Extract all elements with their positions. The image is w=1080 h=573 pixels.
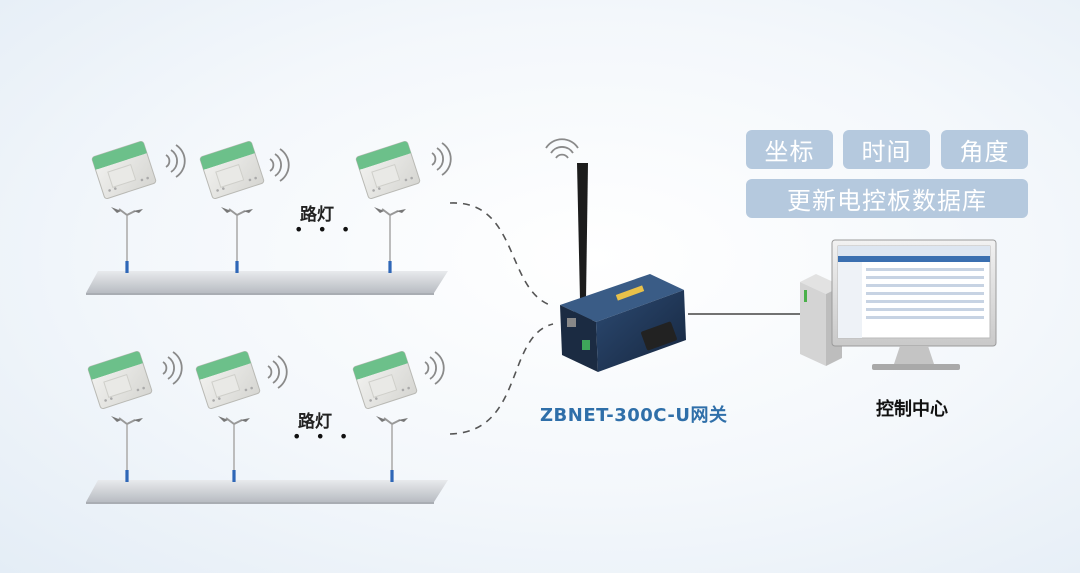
streetlight-label-upper: 路灯 <box>300 205 334 225</box>
zigbee-module <box>352 350 418 410</box>
zigbee-module <box>355 140 421 200</box>
streetlamp <box>110 206 144 274</box>
streetlamp <box>110 415 144 483</box>
wifi-signal-icon <box>269 148 290 182</box>
zigbee-module <box>199 140 265 200</box>
road-upper <box>86 271 448 295</box>
gateway-device <box>560 163 686 372</box>
tag-angle: 角度 <box>941 130 1028 169</box>
streetlight-label-lower: 路灯 <box>298 412 332 432</box>
wifi-signal-icon <box>424 351 445 385</box>
tag-update-database: 更新电控板数据库 <box>746 179 1028 218</box>
tag-coordinates: 坐标 <box>746 130 833 169</box>
zigbee-module <box>87 350 153 410</box>
streetlamp <box>375 415 409 483</box>
wifi-signal-icon <box>545 138 579 159</box>
wifi-signal-icon <box>165 144 186 178</box>
wireless-link-upper <box>449 202 554 307</box>
tag-time: 时间 <box>843 130 930 169</box>
road-lower <box>86 480 448 504</box>
wifi-signal-icon <box>162 351 183 385</box>
ellipsis-lower: ••• <box>292 427 363 446</box>
zigbee-module <box>91 140 157 200</box>
zigbee-module <box>195 350 261 410</box>
ellipsis-upper: ••• <box>294 220 365 239</box>
gateway-label: ZBNET-300C-U网关 <box>540 405 728 426</box>
streetlamp <box>217 415 251 483</box>
control-center-label: 控制中心 <box>876 399 948 420</box>
streetlamp <box>373 206 407 274</box>
wifi-signal-icon <box>431 142 452 176</box>
control-center-computer <box>800 239 997 370</box>
wireless-link-lower <box>449 323 554 435</box>
wifi-signal-icon <box>267 355 288 389</box>
streetlamp <box>220 206 254 274</box>
